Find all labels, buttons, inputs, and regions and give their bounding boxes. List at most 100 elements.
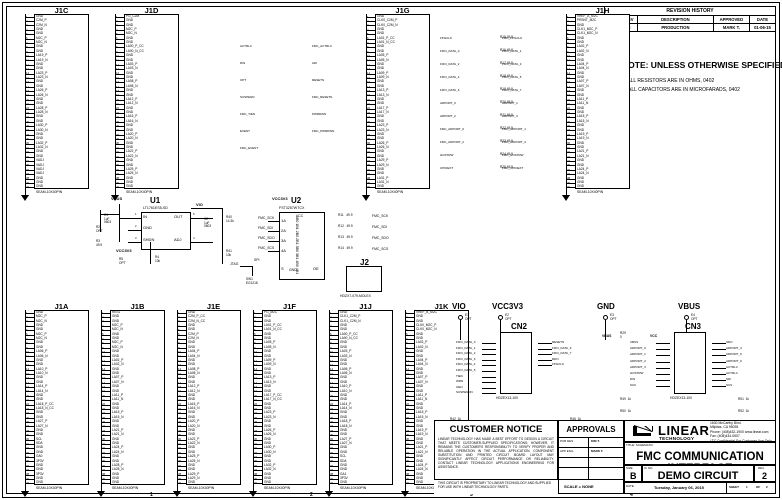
pin-label: LA23_P bbox=[264, 410, 276, 415]
pin-label: LA22_N bbox=[188, 441, 200, 446]
pin-number: 19 bbox=[254, 389, 258, 394]
pin-number: 27 bbox=[330, 424, 334, 429]
pin-label: GND bbox=[126, 123, 134, 128]
rev-box bbox=[754, 465, 776, 482]
pin-number: 7 bbox=[254, 336, 256, 341]
testpoint-e2[interactable] bbox=[498, 315, 503, 320]
pin-number: 11 bbox=[26, 58, 29, 63]
notes-line-2: ALL CAPACITORS ARE IN MICROFARADS, 0402 bbox=[628, 87, 740, 93]
pin-number: 17 bbox=[178, 380, 182, 385]
zone-col-3: 3 bbox=[470, 492, 473, 498]
pin-number: 21 bbox=[26, 398, 30, 402]
pin-number: 33 bbox=[254, 450, 258, 455]
pin-number: 26 bbox=[406, 419, 410, 424]
pin-number: 30 bbox=[330, 437, 334, 442]
pin-number: 40 bbox=[102, 481, 106, 486]
pin-label: LA20_N bbox=[188, 423, 200, 428]
pin-label: GND bbox=[126, 110, 134, 115]
zone-col-1: 1 bbox=[150, 492, 153, 498]
pin-label: GND bbox=[36, 131, 44, 136]
pin-number: 12 bbox=[567, 62, 571, 67]
j1h-signal-17: FMC_ADPORT_3 bbox=[502, 140, 526, 144]
pin-number: 24 bbox=[254, 411, 258, 416]
cn2-right-signal-4: FPGCLK bbox=[552, 362, 565, 367]
testpoint-e4[interactable] bbox=[684, 315, 689, 320]
ground-symbol bbox=[325, 491, 333, 497]
pin-number: 10 bbox=[367, 53, 371, 58]
pin-label: GND bbox=[577, 180, 585, 185]
pin-label: GND bbox=[416, 401, 424, 406]
pin-label: GND bbox=[188, 410, 196, 415]
pin-number: 31 bbox=[330, 441, 334, 446]
pin-number: 33 bbox=[567, 154, 571, 159]
of-value: 2 bbox=[766, 485, 768, 489]
testpoint-e1[interactable] bbox=[458, 315, 463, 320]
pin-label: GND bbox=[112, 423, 120, 428]
pin-number: 23 bbox=[116, 110, 120, 115]
pin-label: GND bbox=[416, 353, 424, 358]
pin-number: 15 bbox=[116, 75, 120, 80]
net-vbus-u1: VBUS bbox=[111, 196, 123, 201]
u2-sig-scs: FMC_SCS bbox=[258, 246, 275, 250]
pin-label: LA28_P bbox=[112, 462, 124, 467]
pin-label: GND bbox=[36, 362, 44, 367]
pin-number: 37 bbox=[330, 468, 334, 472]
pin-number: 32 bbox=[26, 446, 30, 451]
pin-number: 7 bbox=[567, 40, 569, 45]
pin-number: 29 bbox=[178, 433, 182, 437]
pin-number: 33 bbox=[102, 450, 106, 455]
pin-number: 14 bbox=[567, 71, 571, 76]
ground-symbol bbox=[401, 491, 409, 497]
cn3-left-signal-6: DIN bbox=[630, 377, 636, 382]
pin-label: LA15_N bbox=[577, 118, 589, 123]
j1g-signal-10: EVENT bbox=[240, 129, 251, 133]
j1h-signal-4: FIFO_DATA_2 bbox=[440, 62, 460, 66]
pin-label: GND bbox=[340, 445, 348, 450]
pin-label: GA1 bbox=[340, 471, 347, 476]
pin-number: 39 bbox=[178, 476, 182, 481]
pin-number: 10 bbox=[116, 53, 120, 58]
pin-number: 38 bbox=[116, 176, 120, 181]
pin-number: 31 bbox=[26, 145, 30, 150]
pin-number: 14 bbox=[254, 367, 258, 372]
pin-number: 34 bbox=[367, 158, 371, 163]
cn3-right-signal-1: ADPORT_4 bbox=[726, 346, 742, 351]
pin-number: 20 bbox=[26, 97, 30, 102]
pin-number: 6 bbox=[567, 36, 569, 41]
pin-label: CLK1_M2C_P bbox=[577, 26, 598, 31]
pin-number: 17 bbox=[102, 380, 106, 385]
pin-number: 7 bbox=[102, 336, 104, 341]
pin-label: GND bbox=[36, 410, 44, 415]
u1-body bbox=[141, 212, 191, 250]
pin-label: GND bbox=[340, 344, 348, 349]
resistor-label-r25: R25 49.9 bbox=[500, 165, 513, 169]
pin-number: 39 bbox=[330, 476, 334, 481]
pin-number: 29 bbox=[26, 137, 30, 141]
pin-number: 1 bbox=[254, 310, 256, 315]
pin-number: 1 bbox=[178, 310, 180, 315]
pin-label: GND bbox=[112, 401, 120, 406]
pin-number: 19 bbox=[26, 93, 30, 98]
pin-number: 36 bbox=[102, 463, 106, 468]
pin-number: 18 bbox=[567, 88, 571, 93]
pin-label: GND bbox=[36, 66, 44, 71]
pin-number: 33 bbox=[116, 154, 120, 159]
connector-j1j-body bbox=[338, 310, 393, 485]
pin-number: 35 bbox=[330, 459, 334, 464]
pin-label: GND bbox=[264, 349, 272, 354]
pin-number: 1 bbox=[567, 14, 569, 19]
pin-label: GND bbox=[126, 145, 134, 150]
pin-label: LA30_N bbox=[36, 127, 48, 132]
pin-number: 23 bbox=[254, 406, 258, 411]
pin-label: GND bbox=[340, 462, 348, 467]
pin-number: 37 bbox=[567, 172, 571, 176]
pin-label: C2M_N_CC bbox=[188, 318, 206, 323]
pin-label: LA00_N_CC bbox=[126, 48, 144, 53]
pin-number: 10 bbox=[26, 53, 30, 58]
j1h-signal-21: FMC_CPIOEXT bbox=[502, 166, 524, 170]
pin-label: LA17_N bbox=[377, 110, 389, 115]
testpoint-e3[interactable] bbox=[603, 315, 608, 320]
pin-label: LA23_N bbox=[36, 75, 48, 80]
rev-cell-description: PRODUCTION bbox=[637, 23, 714, 32]
